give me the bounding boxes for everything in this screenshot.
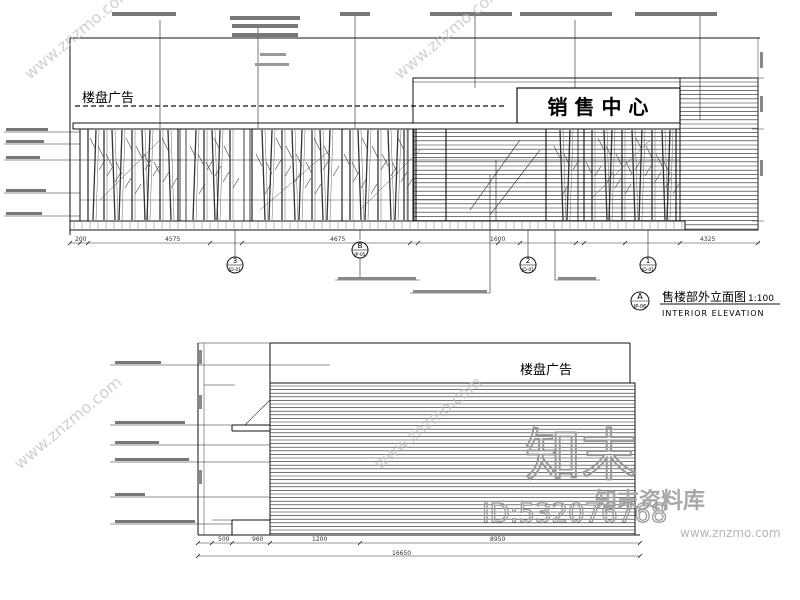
lower-dim-0: 500 bbox=[218, 536, 230, 543]
drawing-subtitle: INTERIOR ELEVATION bbox=[662, 309, 765, 318]
plinth-pattern bbox=[73, 222, 683, 229]
watermark-site-3: www.znzmo.com bbox=[10, 372, 125, 473]
door-glass-reflection-2 bbox=[489, 149, 541, 216]
upper-elevation: 楼盘广告 销 售 中 心 bbox=[4, 12, 780, 318]
lower-elevation: 楼盘广告 bbox=[110, 342, 643, 559]
marker-3-bottom: JD-01 bbox=[228, 267, 241, 273]
lower-billboard-text: 楼盘广告 bbox=[520, 362, 572, 378]
dim-text-1: 4575 bbox=[165, 236, 180, 243]
dim-text-0: 200 bbox=[75, 236, 87, 243]
bottom-annotations bbox=[410, 175, 600, 294]
upper-billboard-text: 楼盘广告 bbox=[82, 90, 134, 106]
lower-slatted-lines bbox=[270, 385, 635, 534]
bottom-dimensions: 200 4575 4675 1600 4325 bbox=[67, 236, 761, 246]
marker-1-top: 1 bbox=[646, 257, 650, 265]
section-marker-3: 3 JD-01 bbox=[226, 230, 244, 274]
watermark-id: ID:532076768 bbox=[482, 499, 667, 529]
lower-dim-4: 16650 bbox=[392, 550, 411, 557]
dim-text-4: 4325 bbox=[700, 236, 715, 243]
watermark-brand-cn: 知末资料库 bbox=[595, 488, 705, 514]
marker-2-bottom: JD-01 bbox=[521, 267, 534, 273]
ref-mark-bottom: JP-06 bbox=[633, 304, 647, 310]
marker-2-top: 2 bbox=[526, 257, 530, 265]
top-annotations bbox=[112, 12, 717, 128]
tree-pattern-glass bbox=[89, 129, 680, 221]
drawing-title-text: 售楼部外立面图 bbox=[662, 289, 746, 304]
left-annotations bbox=[4, 128, 80, 217]
marker-b-bottom: JP-05 bbox=[353, 252, 365, 258]
door-glass-reflection bbox=[469, 139, 521, 211]
lower-dim-3: 8950 bbox=[490, 536, 505, 543]
dim-text-2: 4675 bbox=[330, 236, 345, 243]
section-marker-b: B JP-05 bbox=[335, 230, 420, 281]
marker-1-bottom: JD-01 bbox=[641, 267, 654, 273]
sign-text: 销 售 中 心 bbox=[548, 95, 649, 119]
ref-mark-top: A bbox=[637, 292, 643, 301]
lower-dim-2: 1200 bbox=[312, 536, 327, 543]
section-marker-2: 2 JD-01 bbox=[519, 230, 537, 274]
drawing-scale: 1:100 bbox=[748, 294, 774, 304]
dim-text-3: 1600 bbox=[490, 236, 505, 243]
marker-3-top: 3 bbox=[233, 257, 237, 265]
marker-b-top: B bbox=[358, 242, 363, 250]
lower-bottom-dimensions: 500 960 1200 8950 16650 bbox=[195, 536, 643, 559]
right-dimensions bbox=[752, 38, 764, 230]
lower-left-annotations bbox=[110, 343, 330, 535]
watermark-brand-big: 知末 bbox=[525, 424, 637, 489]
section-marker-1: 1 JD-01 bbox=[639, 230, 657, 274]
base-plinth bbox=[69, 220, 686, 231]
drawing-title: A JP-06 售楼部外立面图 1:100 INTERIOR ELEVATION bbox=[630, 289, 780, 318]
lower-canopy-profile bbox=[212, 399, 271, 535]
lower-dim-1: 960 bbox=[252, 536, 264, 543]
canopy-band bbox=[72, 122, 681, 130]
watermark-site-url: www.znzmo.com bbox=[680, 526, 781, 540]
